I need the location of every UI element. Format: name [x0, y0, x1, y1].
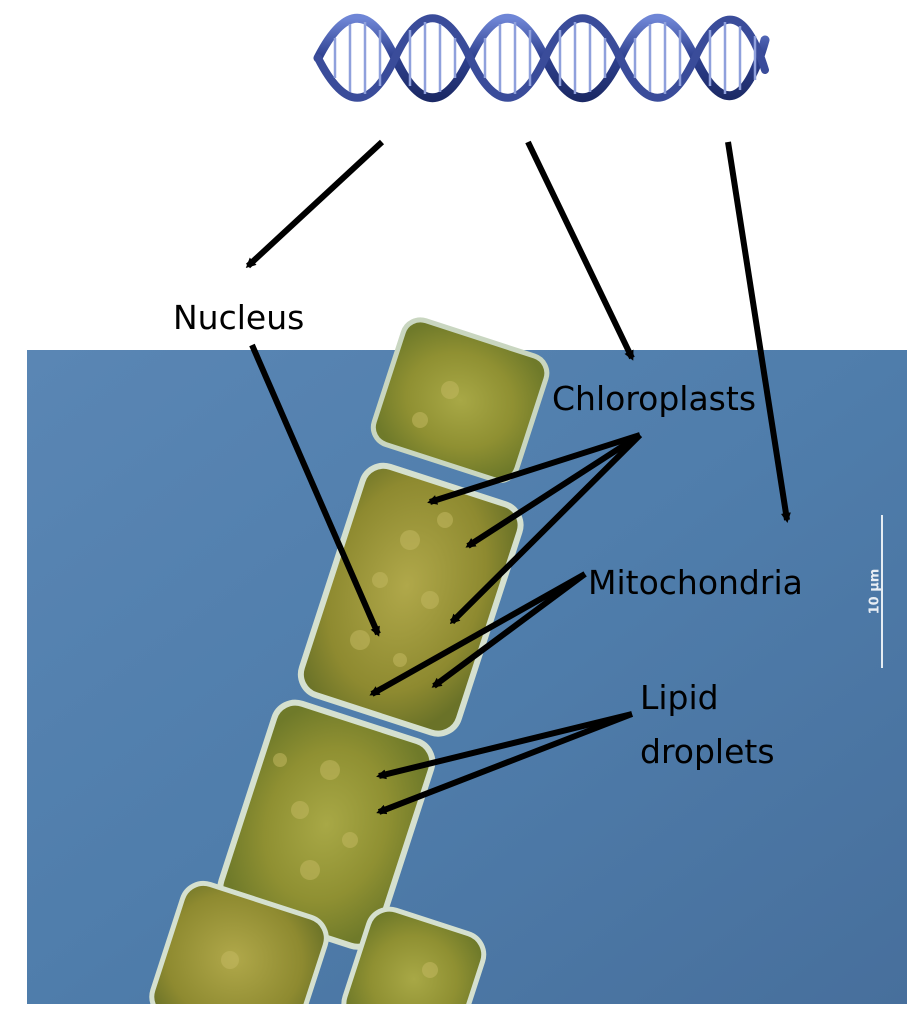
scale-bar-label: 10 µm	[868, 562, 883, 622]
label-droplets: droplets	[640, 733, 775, 771]
label-nucleus: Nucleus	[173, 299, 304, 337]
arrow-dna-to-nucleus	[248, 142, 382, 266]
arrow-dna-to-chloroplasts	[528, 142, 632, 358]
dna-double-helix-icon	[318, 18, 765, 98]
label-lipid: Lipid	[640, 679, 719, 717]
label-mitochondria: Mitochondria	[588, 564, 803, 602]
label-chloroplasts: Chloroplasts	[552, 380, 756, 418]
